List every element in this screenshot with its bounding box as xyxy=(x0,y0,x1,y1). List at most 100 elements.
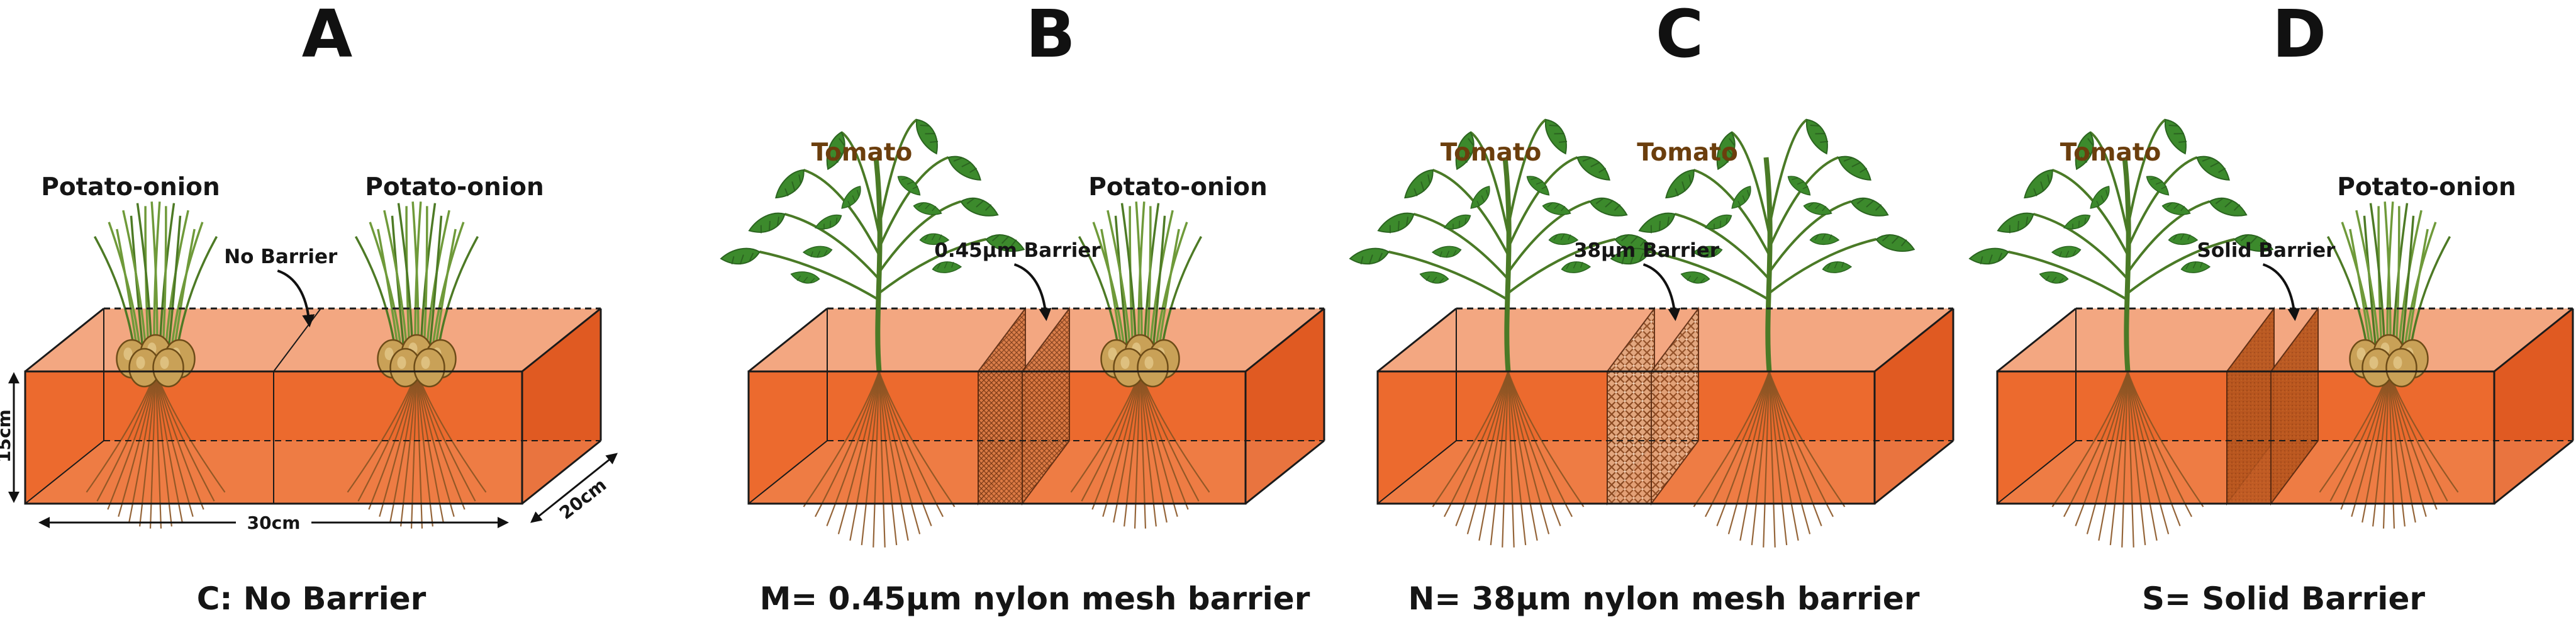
tomato-leaf xyxy=(802,246,833,258)
leaf-blade xyxy=(2409,235,2451,347)
tomato-branch xyxy=(759,251,880,302)
root-line xyxy=(1507,371,1585,507)
tomato-leaf xyxy=(2209,197,2248,217)
barrier-label: 0.45μm Barrier xyxy=(934,239,1101,262)
root-line xyxy=(849,371,880,541)
tomato-leaf xyxy=(2164,118,2187,155)
tomato-leaf xyxy=(1561,261,1592,273)
root-line xyxy=(155,371,204,510)
tomato-leaf xyxy=(1787,176,1811,196)
bulb-highlight xyxy=(384,348,394,360)
root-line xyxy=(2109,371,2129,545)
bulb-highlight xyxy=(397,356,406,369)
soil-top-face xyxy=(25,308,601,371)
tomato-branch xyxy=(803,169,881,256)
root-line xyxy=(155,371,183,523)
bulb xyxy=(152,348,184,388)
root-line xyxy=(128,371,157,523)
tomato-leaf xyxy=(1705,214,1732,230)
root-line xyxy=(416,371,455,517)
root-line xyxy=(1727,371,1770,534)
root-line xyxy=(1507,371,1527,545)
leaf-blade xyxy=(93,235,135,347)
root-line xyxy=(1443,371,1509,517)
box-front-edge xyxy=(747,370,1247,505)
tomato-plant xyxy=(720,118,1025,548)
right-plant-label: Tomato xyxy=(1637,139,1738,167)
tomato-leaf xyxy=(2234,234,2274,252)
root-line xyxy=(2388,371,2427,517)
tomato-leaf xyxy=(2146,176,2170,196)
bulb-highlight xyxy=(123,348,133,360)
root-line xyxy=(1716,371,1770,526)
leaf-blade xyxy=(1078,235,1120,347)
tomato-leaf xyxy=(2063,214,2091,230)
tomato-leaf xyxy=(2024,169,2053,199)
leaf-blade xyxy=(428,215,443,347)
root-line xyxy=(410,371,418,529)
leaf-blade xyxy=(1146,206,1152,347)
left-plant-label: Tomato xyxy=(811,139,913,167)
tomato-leaf xyxy=(1349,247,1390,265)
bulb-highlight xyxy=(136,356,145,369)
tomato-leaf xyxy=(2051,246,2082,258)
left-plant-label: Tomato xyxy=(1441,139,1542,167)
tomato-plant xyxy=(1968,118,2274,548)
box-edge xyxy=(521,307,601,373)
root-line xyxy=(878,371,886,548)
root-line xyxy=(2098,371,2129,541)
root-line xyxy=(2388,371,2406,527)
root-line xyxy=(155,371,162,529)
root-line xyxy=(2388,371,2416,523)
tomato-leaf xyxy=(932,261,962,273)
barrier-label: 38μm Barrier xyxy=(1574,239,1720,262)
panel-caption: N= 38μm nylon mesh barrier xyxy=(1408,580,1919,617)
tomato-leaf xyxy=(1444,214,1471,230)
tomato-stem xyxy=(873,157,883,372)
root-line xyxy=(1751,371,1770,545)
right-plant-label: Potato-onion xyxy=(1088,173,1267,201)
box-edge xyxy=(1377,307,1457,373)
root-line xyxy=(1704,371,1770,517)
tomato-leaf xyxy=(1404,169,1434,199)
root-line xyxy=(2127,371,2193,517)
tomato-branch xyxy=(1432,169,1510,256)
tomato-leaf xyxy=(1576,156,1610,181)
panel-letter: B xyxy=(1025,0,1075,72)
soil-top-face xyxy=(1378,308,1953,371)
leaf-blade xyxy=(432,222,465,347)
bulb-highlight xyxy=(2369,356,2378,369)
box-edge xyxy=(2494,307,2573,373)
root-line xyxy=(1455,371,1509,526)
tomato-leaf xyxy=(1875,234,1915,252)
tomato-leaf xyxy=(1419,271,1449,284)
tomato-leaf xyxy=(2168,233,2199,246)
leaf-blade xyxy=(1120,203,1137,347)
root-line xyxy=(1693,371,1770,507)
tomato-branch xyxy=(878,118,918,228)
height-dimension-label: 15cm xyxy=(0,409,14,463)
root-line xyxy=(1768,371,1834,517)
root-line xyxy=(149,371,157,529)
panel-letter: C xyxy=(1656,0,1703,72)
root-line xyxy=(878,371,898,545)
barrier-panel xyxy=(978,371,1023,504)
tomato-stem xyxy=(2122,157,2131,372)
panel-letter: A xyxy=(302,0,353,72)
leaf-blade xyxy=(423,206,428,347)
tomato-plant xyxy=(1610,118,1915,548)
root-line xyxy=(1507,371,1538,541)
tomato-branch xyxy=(1507,118,1547,228)
root-line xyxy=(878,371,956,507)
tomato-branch xyxy=(2032,213,2129,280)
root-line xyxy=(2063,371,2129,517)
leaf-blade xyxy=(1155,222,1188,347)
bulb-highlight xyxy=(2356,348,2366,360)
tomato-leaf xyxy=(1589,197,1628,217)
root-line xyxy=(2127,371,2158,541)
root-line xyxy=(1113,371,1141,523)
box-front-edge xyxy=(24,370,523,505)
root-line xyxy=(1139,371,1189,510)
